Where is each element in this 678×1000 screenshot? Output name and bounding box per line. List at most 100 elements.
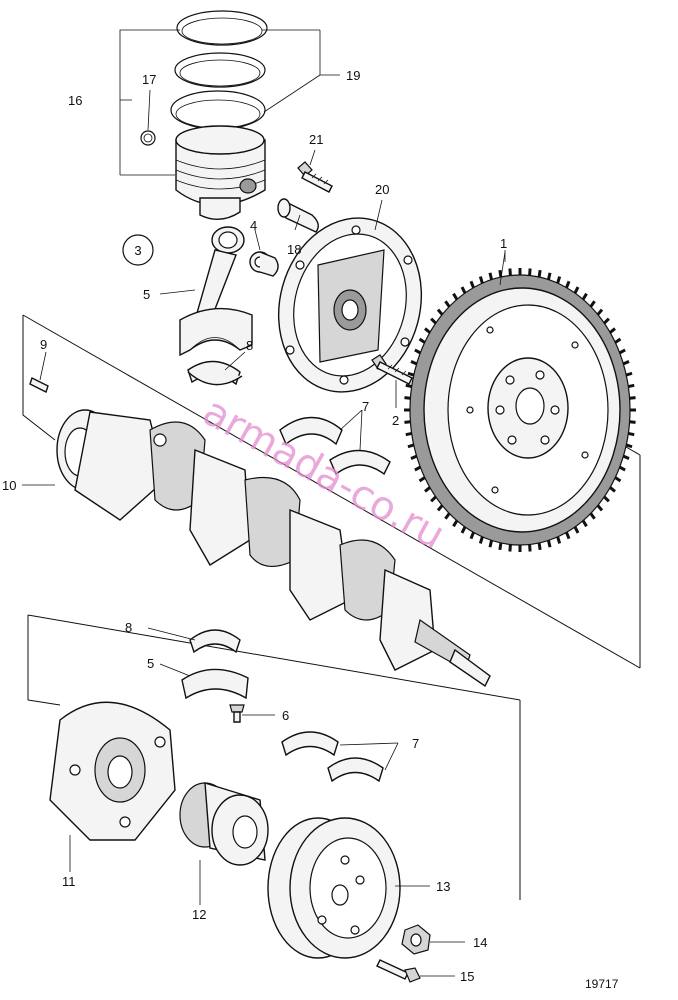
flywheel [404, 268, 636, 552]
label-9: 9 [40, 337, 47, 352]
leader-lines [22, 29, 506, 977]
flywheel-tooth [625, 371, 633, 377]
label-3: 3 [134, 243, 141, 258]
conrod-bolt [229, 704, 245, 723]
flywheel-tooth [603, 317, 610, 325]
flywheel-tooth [407, 371, 415, 377]
label-17: 17 [142, 72, 156, 87]
flywheel-tooth [498, 269, 503, 278]
flywheel-tooth [414, 348, 422, 355]
conrod-bearing-shells-lower [189, 629, 241, 654]
flywheel-tooth [528, 268, 532, 276]
flywheel-tooth [614, 476, 622, 483]
label-21: 21 [309, 132, 323, 147]
flywheel-tooth [625, 443, 633, 449]
label-20: 20 [375, 182, 389, 197]
crankshaft-pulley [267, 817, 401, 959]
drive-plate-bolt [371, 354, 413, 385]
label-6: 6 [282, 708, 289, 723]
flywheel-tooth [614, 337, 622, 344]
label-14: 14 [473, 935, 487, 950]
lower-assembly-frame [27, 614, 521, 900]
flywheel-tooth [629, 420, 636, 424]
flywheel-tooth [430, 495, 437, 503]
flywheel-tooth [478, 536, 484, 544]
flywheel-tooth [589, 512, 596, 520]
flywheel-tooth [436, 504, 444, 512]
flywheel-tooth [436, 308, 444, 316]
crankshaft-gear [179, 782, 269, 866]
flywheel-tooth [508, 268, 512, 276]
conrod-bearing-shells-upper [187, 360, 243, 386]
flywheel-tooth [618, 465, 626, 472]
flywheel-tooth [452, 519, 459, 528]
flywheel-tooth [628, 431, 635, 437]
flywheel-tooth [537, 542, 542, 551]
flywheel-tooth [581, 519, 588, 528]
flywheel-tooth [596, 308, 604, 316]
flywheel-tooth [414, 465, 422, 472]
flywheel-tooth [622, 360, 630, 366]
flywheel-tooth [407, 443, 415, 449]
flywheel-tooth [565, 531, 571, 540]
label-15: 15 [460, 969, 474, 984]
callout-labels: 1 2 4 5 5 6 7 7 8 8 9 10 11 12 13 14 15 … [2, 68, 619, 991]
flywheel-tooth [405, 431, 412, 437]
flywheel-tooth [537, 269, 542, 278]
flywheel-tooth [418, 476, 426, 483]
flywheel-tooth [573, 286, 580, 294]
label-4: 4 [250, 218, 257, 233]
label-18: 18 [287, 242, 301, 257]
flywheel-tooth [430, 317, 437, 325]
flywheel-tooth [528, 544, 532, 552]
label-13: 13 [436, 879, 450, 894]
flywheel-tooth [589, 300, 596, 308]
flywheel-tooth [609, 486, 616, 493]
flywheel-tooth [452, 292, 459, 301]
main-bearing-shells-upper [279, 416, 391, 476]
flywheel-tooth [628, 383, 635, 389]
flywheel-tooth [596, 504, 604, 512]
flywheel-tooth [609, 327, 616, 334]
flywheel-tooth [404, 396, 411, 400]
flywheel-tooth [404, 420, 411, 424]
flywheel-tooth [469, 280, 475, 289]
flywheel-tooth [410, 360, 418, 366]
flywheel-tooth [556, 536, 562, 544]
flywheel-tooth [418, 337, 426, 344]
label-7-top: 7 [362, 399, 369, 414]
label-2: 2 [392, 413, 399, 428]
pulley-bolt [376, 959, 421, 983]
flywheel-tooth [508, 544, 512, 552]
label-7-bottom: 7 [412, 736, 419, 751]
label-19: 19 [346, 68, 360, 83]
circled-reference-3: 3 [122, 234, 154, 266]
flywheel-tooth [424, 327, 431, 334]
flywheel-tooth [424, 486, 431, 493]
flywheel-tooth [460, 286, 467, 294]
label-5-bottom: 5 [147, 656, 154, 671]
drive-plate [277, 217, 423, 393]
small-end-bushing [249, 251, 279, 277]
flywheel-tooth [488, 272, 493, 280]
flywheel-tooth [488, 540, 493, 548]
flywheel-bolt-top [297, 161, 333, 193]
flywheel-tooth [444, 300, 451, 308]
conrod-cap [181, 668, 249, 700]
upper-assembly-frame [22, 314, 641, 669]
crankshaft [56, 409, 491, 688]
flywheel-tooth [565, 280, 571, 289]
flywheel-tooth [547, 272, 552, 280]
flywheel-tooth [498, 542, 503, 551]
flywheel-tooth [629, 396, 636, 400]
flywheel-tooth [622, 454, 630, 460]
label-10: 10 [2, 478, 16, 493]
flywheel-tooth [478, 276, 484, 284]
label-1: 1 [500, 236, 507, 251]
connecting-rod [179, 226, 253, 357]
piston-rings [170, 10, 268, 130]
flywheel-tooth [581, 292, 588, 301]
main-bearing-shells-lower [281, 731, 384, 783]
label-8-bottom: 8 [125, 620, 132, 635]
